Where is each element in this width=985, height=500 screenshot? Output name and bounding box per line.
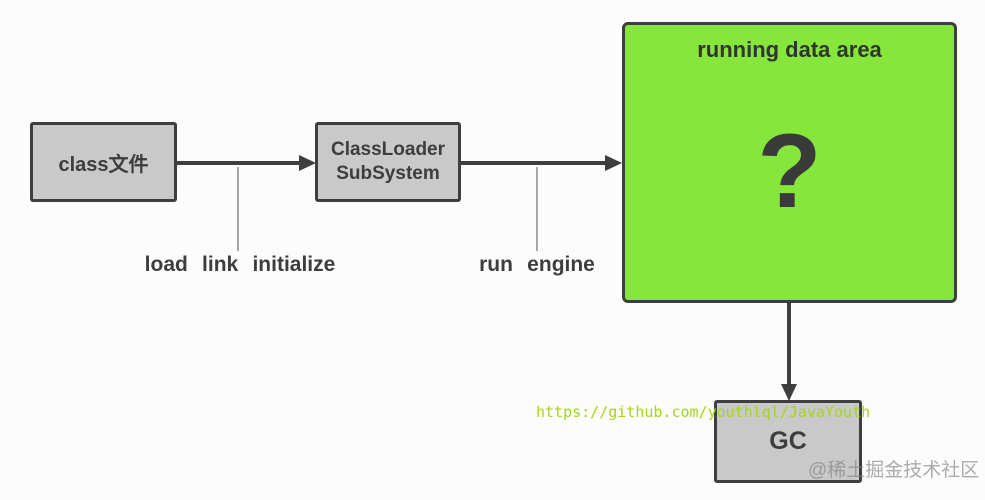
edge-label-run-engine: run engine [479, 253, 595, 276]
arrow-classloader-to-runningarea [461, 161, 606, 165]
arrowhead-right-icon [299, 155, 316, 171]
arrowhead-down-icon [781, 384, 797, 401]
classloader-label-line1: ClassLoader [330, 139, 446, 161]
edge-label-load-link-initialize: load link initialize [144, 253, 336, 276]
classloader-label: ClassLoader SubSystem [331, 138, 445, 186]
connector-tick-run [536, 167, 538, 251]
classloader-label-line2: SubSystem [336, 163, 440, 184]
watermark-github-url: https://github.com/youthlql/JavaYouth [536, 403, 871, 421]
running-data-area-title: running data area [697, 37, 882, 62]
running-data-area-node: running data area ? [622, 22, 957, 303]
class-file-node: class文件 [30, 122, 177, 202]
watermark-community: @稀土掘金技术社区 [808, 460, 980, 481]
classloader-subsystem-node: ClassLoader SubSystem [315, 122, 461, 202]
class-file-label: class文件 [58, 153, 149, 176]
gc-label: GC [769, 427, 807, 455]
connector-tick-load [237, 167, 239, 251]
arrowhead-right-icon [605, 155, 622, 171]
arrow-runningarea-to-gc [787, 303, 791, 385]
question-mark: ? [757, 112, 822, 230]
arrow-classfile-to-classloader [177, 161, 301, 165]
gc-node: GC [714, 400, 862, 483]
